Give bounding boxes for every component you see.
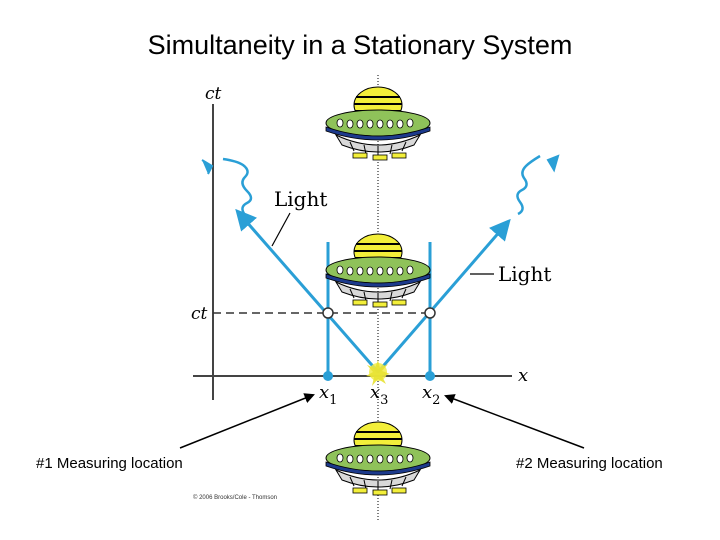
photon-wave-right: [517, 156, 540, 214]
point-x2: [425, 371, 435, 381]
ct-tick-label: ct: [191, 304, 208, 324]
ct-axis-label: ct: [205, 84, 222, 104]
ufo-icon-top: [326, 87, 430, 160]
arrow-to-x2: [446, 396, 584, 448]
measuring-location-1-label: #1 Measuring location: [36, 455, 183, 472]
x3-label: x3: [370, 382, 388, 408]
x2-label: x2: [422, 382, 440, 408]
light-leader-left: [272, 213, 290, 246]
event-circle-1: [323, 308, 333, 318]
event-circle-2: [425, 308, 435, 318]
x2-label-var: x: [422, 382, 432, 403]
ufo-icon-middle: [326, 234, 430, 307]
x2-label-sub: 2: [432, 393, 440, 408]
light-label-left: Light: [274, 187, 327, 211]
point-x1: [323, 371, 333, 381]
x1-label-var: x: [319, 382, 329, 403]
photon-arrowhead-right: [548, 156, 558, 170]
copyright-note: © 2006 Brooks/Cole - Thomson: [193, 495, 277, 501]
photon-arrowhead-left: [202, 160, 212, 174]
measuring-location-2-label: #2 Measuring location: [516, 455, 663, 472]
arrow-to-x1: [180, 395, 313, 448]
x1-label: x1: [319, 382, 337, 408]
x1-label-sub: 1: [329, 393, 337, 408]
ufo-icon-bottom: [326, 422, 430, 495]
photon-wave-left: [223, 159, 251, 215]
x3-label-sub: 3: [380, 393, 388, 408]
x3-label-var: x: [370, 382, 380, 403]
light-label-right: Light: [498, 262, 551, 286]
x-axis-label: x: [518, 365, 528, 386]
